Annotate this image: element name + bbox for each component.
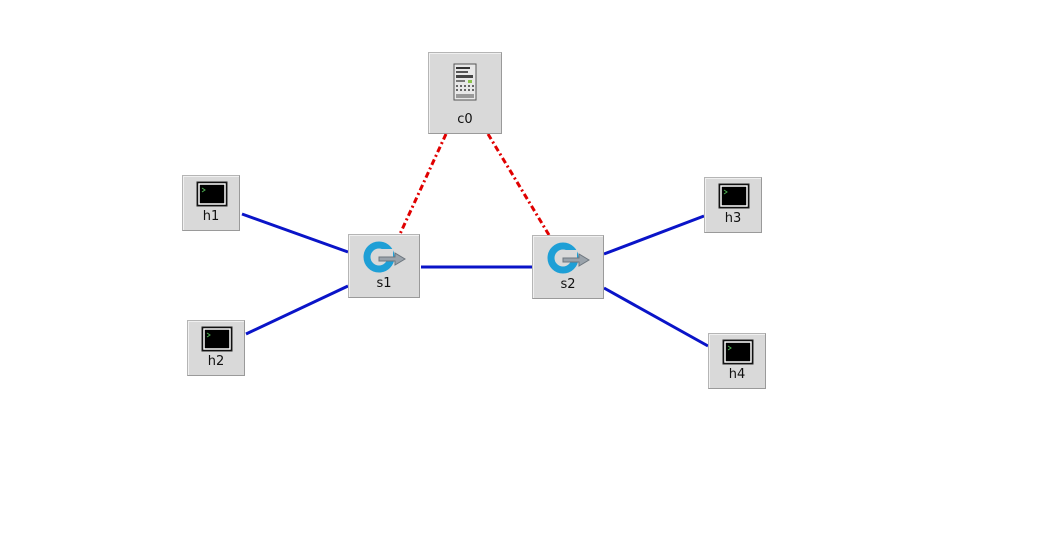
switch-icon: [547, 242, 590, 274]
node-h4[interactable]: h4: [708, 333, 766, 389]
node-label-c0: c0: [457, 112, 473, 127]
controller-server-icon: [453, 63, 477, 101]
node-h3[interactable]: h3: [704, 177, 762, 233]
link-h2-s1[interactable]: [245, 284, 349, 336]
terminal-host-icon: [201, 326, 233, 352]
switch-icon: [363, 241, 406, 273]
node-label-h4: h4: [728, 367, 746, 382]
node-label-h2: h2: [207, 354, 225, 369]
node-c0[interactable]: c0: [428, 52, 502, 134]
node-h2[interactable]: h2: [187, 320, 245, 376]
node-h1[interactable]: h1: [182, 175, 240, 231]
node-label-s1: s1: [376, 276, 392, 291]
terminal-host-icon: [196, 181, 228, 207]
link-c0-s1[interactable]: [398, 133, 448, 235]
node-label-s2: s2: [560, 277, 576, 292]
node-s1[interactable]: s1: [348, 234, 420, 298]
link-c0-s2[interactable]: [486, 133, 551, 236]
link-s2-h4[interactable]: [603, 286, 709, 348]
link-h1-s1[interactable]: [241, 212, 349, 254]
terminal-host-icon: [722, 339, 754, 365]
node-s2[interactable]: s2: [532, 235, 604, 299]
link-s2-h3[interactable]: [603, 214, 705, 256]
node-label-h3: h3: [724, 211, 742, 226]
terminal-host-icon: [718, 183, 750, 209]
node-label-h1: h1: [202, 209, 220, 224]
